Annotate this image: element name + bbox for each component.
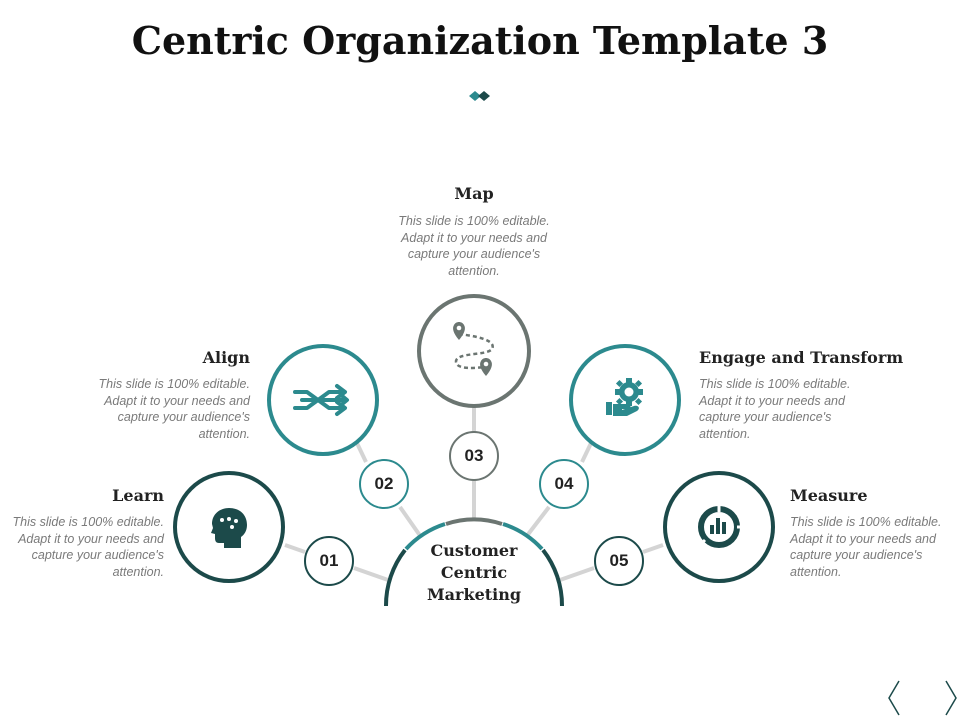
align-description: This slide is 100% editable. Adapt it to… xyxy=(98,377,250,441)
previous-slide-icon[interactable] xyxy=(888,680,900,716)
num-circle-04 xyxy=(539,459,589,509)
merging-arrows-icon xyxy=(293,384,349,416)
route-map-icon xyxy=(453,322,494,376)
brain-head-icon xyxy=(211,508,247,548)
center-hub-label: Customer Centric Marketing xyxy=(404,540,544,606)
next-slide-icon[interactable] xyxy=(945,680,957,716)
align-heading: Align xyxy=(202,348,250,367)
node-number-01: 01 xyxy=(319,551,339,570)
num-circle-05 xyxy=(594,536,644,586)
center-hub-line-1: Customer xyxy=(430,541,518,560)
num-circle-02 xyxy=(359,459,409,509)
center-hub-line-3: Marketing xyxy=(426,585,522,604)
center-hub-arc xyxy=(383,517,565,607)
map-circle xyxy=(417,294,531,408)
node-number-03: 03 xyxy=(464,446,484,465)
center-hub-line-2: Centric xyxy=(440,563,508,582)
gear-hand-icon xyxy=(606,378,643,416)
slide-title: Centric Organization Template 3 xyxy=(131,18,829,63)
title-divider-icon xyxy=(469,91,490,101)
learn-description: This slide is 100% editable. Adapt it to… xyxy=(12,515,164,579)
map-description: This slide is 100% editable. Adapt it to… xyxy=(398,214,550,278)
num-circle-03 xyxy=(449,431,499,481)
measure-heading: Measure xyxy=(790,486,868,505)
node-number-05: 05 xyxy=(609,551,629,570)
node-number-02: 02 xyxy=(374,474,394,493)
analytics-chart-icon xyxy=(698,505,744,548)
node-number-04: 04 xyxy=(554,474,574,493)
measure-description: This slide is 100% editable. Adapt it to… xyxy=(790,515,942,579)
engage-heading: Engage and Transform xyxy=(699,348,904,367)
learn-heading: Learn xyxy=(112,486,164,505)
engage-description: This slide is 100% editable. Adapt it to… xyxy=(699,377,851,441)
num-circle-01 xyxy=(304,536,354,586)
map-heading: Map xyxy=(454,184,494,203)
